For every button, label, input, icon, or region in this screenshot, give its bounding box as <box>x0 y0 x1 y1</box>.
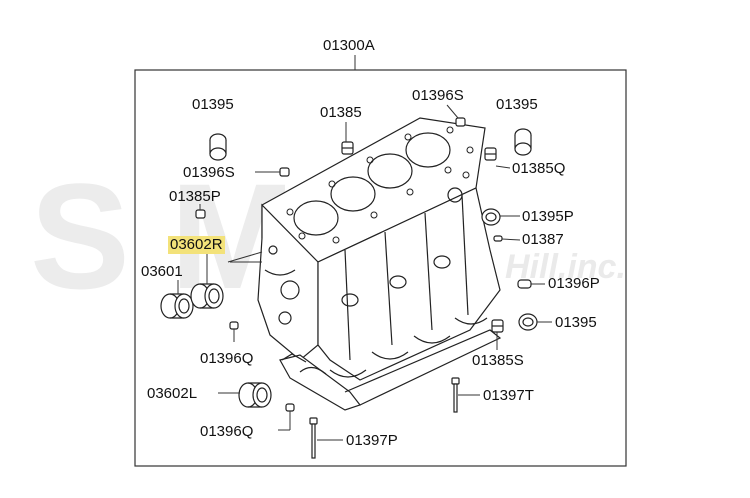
parts-icons <box>160 117 538 459</box>
block-side-face <box>317 187 501 381</box>
label-01395-upper-right: 01395 <box>496 96 538 113</box>
plug-01396P <box>517 279 532 289</box>
plug-01395-lower-right <box>518 313 538 331</box>
label-01387: 01387 <box>522 231 564 248</box>
label-03601: 03601 <box>141 263 183 280</box>
engine-block-drawing <box>257 117 502 411</box>
label-03602L: 03602L <box>147 385 198 402</box>
label-01396S-left: 01396S <box>183 164 235 181</box>
label-01385S: 01385S <box>472 352 524 369</box>
cylinder-1 <box>293 200 339 236</box>
plug-01395-upper-right <box>514 128 532 156</box>
label-01395-lower-right: 01395 <box>555 314 597 331</box>
label-01397P: 01397P <box>346 432 398 449</box>
bolt-holes <box>286 126 474 244</box>
label-01395-upper-left: 01395 <box>192 96 234 113</box>
label-03602R-highlighted: 03602R <box>168 236 225 254</box>
pin-01387 <box>493 235 503 242</box>
bolt-01397T <box>451 377 460 413</box>
cylinder-4 <box>405 132 451 168</box>
label-01396P: 01396P <box>548 275 600 292</box>
plug-01385S <box>491 319 504 333</box>
bolt-01397P <box>309 417 318 459</box>
label-01385Q: 01385Q <box>512 160 566 177</box>
cylinder-2 <box>330 176 376 212</box>
label-01395P: 01395P <box>522 208 574 225</box>
label-01396Q-lower: 01396Q <box>200 423 254 440</box>
bearing-03602L <box>238 382 272 408</box>
plug-01385P <box>195 209 206 219</box>
plug-01396Q-b <box>285 403 295 412</box>
label-01397T: 01397T <box>483 387 534 404</box>
label-01385: 01385 <box>320 104 362 121</box>
plug-01395-upper-left <box>209 133 227 161</box>
plug-01395P <box>481 208 501 226</box>
bearing-03601 <box>160 293 194 319</box>
plug-01385-top <box>341 141 354 155</box>
label-01300A: 01300A <box>323 37 375 54</box>
label-01385P: 01385P <box>169 188 221 205</box>
plug-01396Q-a <box>229 321 239 330</box>
assembly-frame <box>134 69 627 467</box>
label-01396S-top: 01396S <box>412 87 464 104</box>
plug-01385Q <box>484 147 497 161</box>
plug-01396S-left <box>279 167 290 177</box>
bearing-03602R <box>190 283 224 309</box>
cylinder-3 <box>367 153 413 189</box>
plug-01396S-top <box>455 117 466 127</box>
label-01396Q-upper: 01396Q <box>200 350 254 367</box>
leader-lines <box>177 104 552 441</box>
